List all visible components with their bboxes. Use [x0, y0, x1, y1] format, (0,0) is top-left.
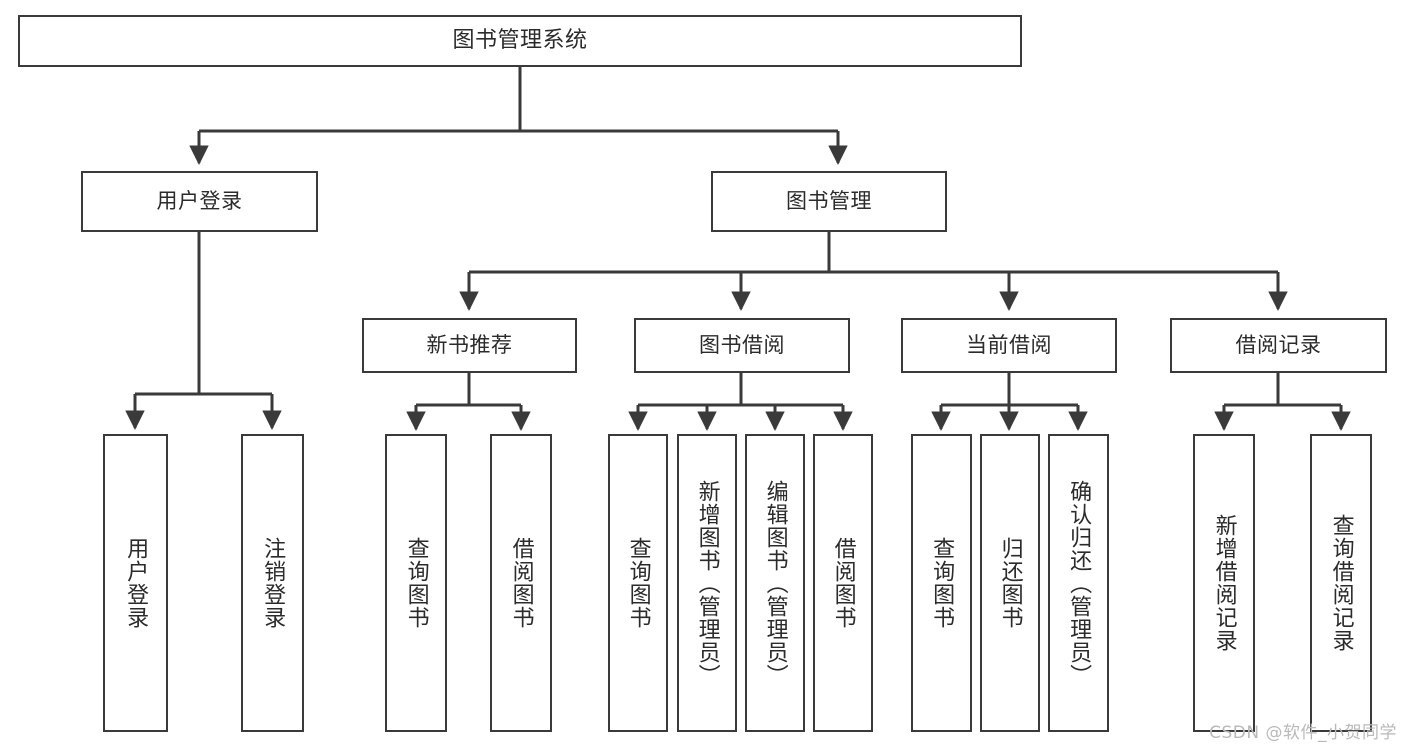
- node-user-login-label: 用户登录: [156, 189, 243, 214]
- leaf-borrow-book-2[interactable]: 借阅图书: [813, 434, 873, 732]
- leaf-confirm-return[interactable]: 确认归还（管理员）: [1048, 434, 1109, 732]
- leaf-add-record-label: 新增借阅记录: [1211, 514, 1237, 652]
- leaf-query-book-3-label: 查询图书: [929, 537, 955, 629]
- node-book-manage[interactable]: 图书管理: [711, 171, 947, 232]
- node-root-label: 图书管理系统: [452, 28, 588, 54]
- node-new-book-recommend[interactable]: 新书推荐: [362, 318, 577, 373]
- node-book-manage-label: 图书管理: [786, 189, 872, 214]
- node-root[interactable]: 图书管理系统: [18, 15, 1022, 67]
- leaf-add-book-label: 新增图书（管理员）: [694, 479, 720, 687]
- leaf-borrow-book-1[interactable]: 借阅图书: [490, 434, 552, 732]
- node-current-borrow-label: 当前借阅: [966, 333, 1052, 358]
- leaf-add-book[interactable]: 新增图书（管理员）: [677, 434, 737, 732]
- leaf-user-login[interactable]: 用户登录: [103, 434, 168, 732]
- leaf-query-book-2[interactable]: 查询图书: [608, 434, 668, 732]
- leaf-edit-book-label: 编辑图书（管理员）: [762, 479, 788, 687]
- leaf-query-book-2-label: 查询图书: [625, 537, 651, 629]
- node-book-borrow-label: 图书借阅: [699, 333, 785, 358]
- leaf-user-login-label: 用户登录: [123, 537, 149, 629]
- node-new-book-recommend-label: 新书推荐: [426, 333, 513, 358]
- node-borrow-record[interactable]: 借阅记录: [1170, 318, 1387, 373]
- leaf-query-book-1[interactable]: 查询图书: [385, 434, 447, 732]
- csdn-watermark: CSDN @软件_小贺同学: [1209, 723, 1397, 743]
- leaf-borrow-book-1-label: 借阅图书: [508, 537, 534, 629]
- leaf-borrow-book-2-label: 借阅图书: [830, 537, 856, 629]
- node-book-borrow[interactable]: 图书借阅: [634, 318, 850, 373]
- node-user-login[interactable]: 用户登录: [81, 171, 318, 232]
- leaf-logout-login[interactable]: 注销登录: [241, 434, 304, 732]
- leaf-logout-login-label: 注销登录: [260, 537, 286, 629]
- leaf-edit-book[interactable]: 编辑图书（管理员）: [745, 434, 805, 732]
- leaf-confirm-return-label: 确认归还（管理员）: [1066, 479, 1092, 687]
- leaf-add-record[interactable]: 新增借阅记录: [1193, 434, 1255, 732]
- leaf-query-book-1-label: 查询图书: [403, 537, 429, 629]
- leaf-return-book[interactable]: 归还图书: [980, 434, 1040, 732]
- leaf-return-book-label: 归还图书: [997, 537, 1023, 629]
- leaf-query-record[interactable]: 查询借阅记录: [1310, 434, 1372, 732]
- leaf-query-record-label: 查询借阅记录: [1328, 514, 1354, 652]
- node-borrow-record-label: 借阅记录: [1235, 333, 1322, 358]
- node-current-borrow[interactable]: 当前借阅: [901, 318, 1117, 373]
- leaf-query-book-3[interactable]: 查询图书: [911, 434, 972, 732]
